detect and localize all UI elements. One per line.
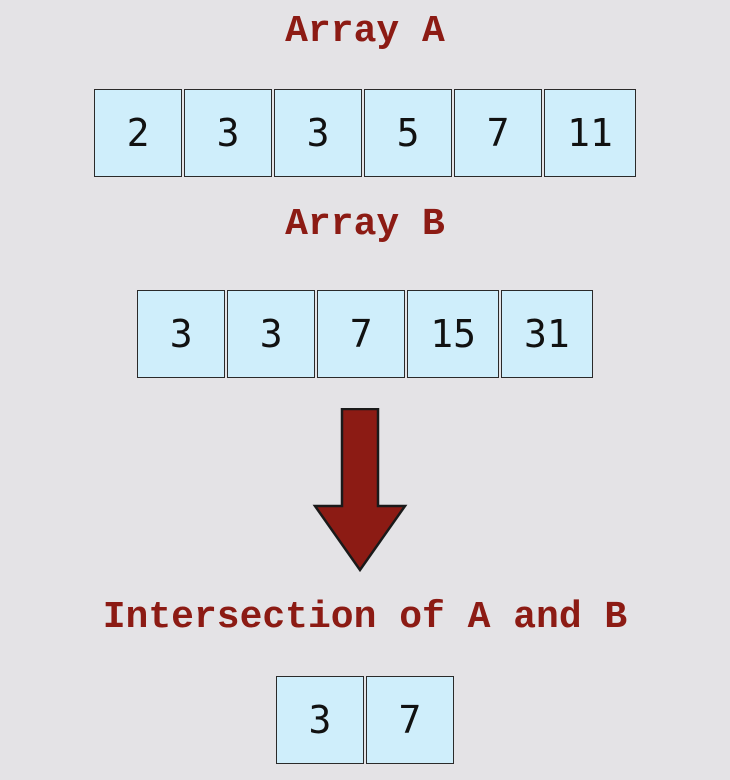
array-a-cell: 5 <box>364 89 453 177</box>
array-b-cell: 3 <box>137 290 226 378</box>
intersection-cell: 7 <box>366 676 454 764</box>
array-a-cell: 3 <box>274 89 363 177</box>
arrow-shape <box>312 408 408 573</box>
array-a-cell: 3 <box>184 89 273 177</box>
array-b-cell: 15 <box>407 290 499 378</box>
array-a-cell: 7 <box>454 89 543 177</box>
array-b-cell: 3 <box>227 290 316 378</box>
intersection-title: Intersection of A and B <box>102 596 628 639</box>
array-b-cell: 7 <box>317 290 406 378</box>
array-b-cell: 31 <box>501 290 593 378</box>
array-b: 3 3 7 15 31 <box>0 290 730 378</box>
array-b-title: Array B <box>285 203 445 246</box>
intersection-array: 3 7 <box>0 676 730 764</box>
array-a-title: Array A <box>285 10 445 53</box>
down-arrow-icon <box>312 408 408 573</box>
array-a-cell: 2 <box>94 89 183 177</box>
intersection-cell: 3 <box>276 676 364 764</box>
array-a-cell: 11 <box>544 89 636 177</box>
array-a: 2 3 3 5 7 11 <box>0 89 730 177</box>
